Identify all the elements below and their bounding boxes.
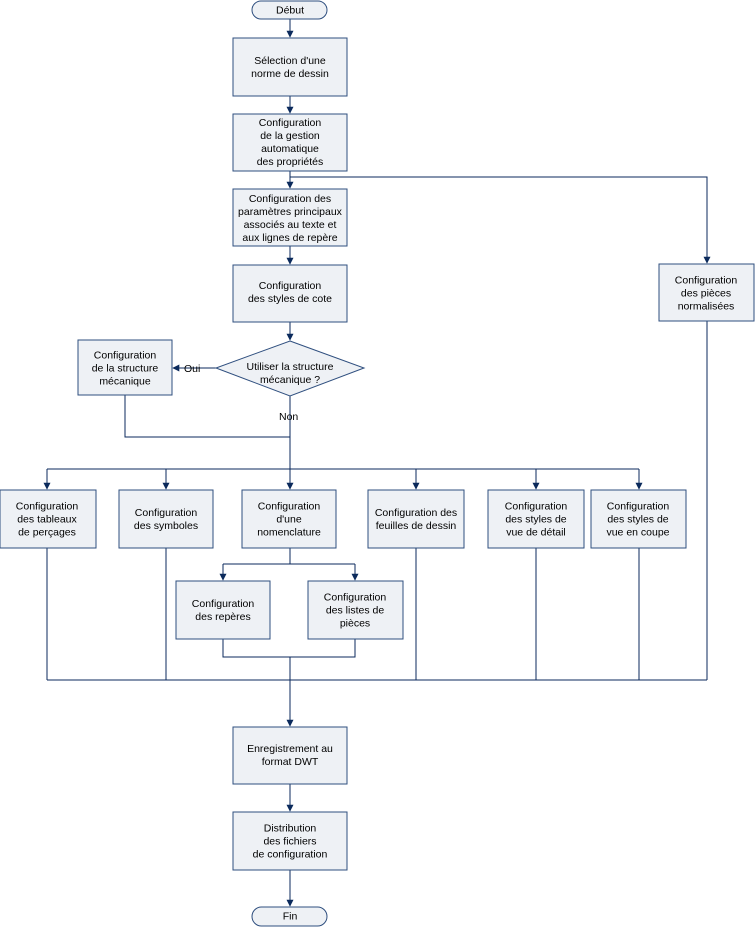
node-text-line: Distribution — [264, 823, 317, 835]
node-text-line: de la gestion — [260, 130, 320, 142]
node-fin-text: Fin — [283, 911, 298, 923]
node-text-line: Configuration — [135, 507, 198, 519]
node-text-line: Configuration des — [375, 507, 457, 519]
edge-structure-merge — [124, 395, 290, 438]
node-text-line: mécanique ? — [260, 374, 320, 386]
node-text-line: des repères — [195, 611, 250, 623]
node-text-line: paramètres principaux — [238, 206, 343, 218]
node-text-line: Configuration — [259, 280, 322, 292]
node-text-line: de la structure — [92, 363, 159, 375]
node-text-line: pièces — [340, 618, 370, 630]
edges — [43, 19, 711, 907]
edge-gestion-pieces-normalisees — [290, 176, 711, 264]
node-text-line: des styles de — [607, 514, 668, 526]
node-text-line: feuilles de dessin — [376, 520, 457, 532]
node-text-line: format DWT — [262, 756, 319, 768]
node-text-line: des propriétés — [257, 156, 324, 168]
node-text-line: associés au texte et — [244, 219, 337, 231]
node-debut: Début — [251, 0, 328, 20]
label-non: Non — [279, 411, 298, 423]
node-text-line: Configuration — [94, 350, 157, 362]
node-text-line: des pièces — [681, 288, 731, 300]
edge-sub-merge — [222, 639, 356, 658]
node-text-line: Début — [276, 5, 304, 17]
node-text-line: aux lignes de repère — [242, 232, 337, 244]
node-text-line: Configuration — [505, 501, 568, 513]
node-text-line: des symboles — [134, 520, 198, 532]
node-text-line: des fichiers — [263, 836, 316, 848]
node-text-line: automatique — [261, 143, 319, 155]
node-text-line: des tableaux — [17, 514, 77, 526]
node-text-line: des styles de — [505, 514, 566, 526]
node-text-line: nomenclature — [257, 527, 321, 539]
node-text-line: Configuration — [258, 501, 321, 513]
label-oui: Oui — [184, 363, 200, 375]
node-text-line: Configuration — [607, 501, 670, 513]
node-text-line: Fin — [283, 911, 298, 923]
node-text-line: mécanique — [99, 376, 151, 388]
node-text-line: Configuration des — [249, 193, 331, 205]
node-text-line: vue en coupe — [606, 527, 669, 539]
node-debut-text: Début — [276, 5, 304, 17]
node-text-line: Utiliser la structure — [247, 361, 334, 373]
node-text-line: Sélection d'une — [254, 55, 326, 67]
node-text-line: Configuration — [16, 501, 79, 513]
node-text-line: normalisées — [678, 301, 735, 313]
node-text-line: Configuration — [259, 117, 322, 129]
node-text-line: d'une — [276, 514, 302, 526]
node-text-line: Configuration — [192, 598, 255, 610]
node-text-line: Enregistrement au — [247, 743, 333, 755]
node-text-line: Configuration — [324, 592, 387, 604]
node-text-line: norme de dessin — [251, 68, 329, 80]
node-text-line: des listes de — [326, 605, 385, 617]
node-fin: Fin — [251, 906, 328, 927]
node-text-line: de perçages — [18, 527, 76, 539]
node-text-line: Configuration — [675, 275, 738, 287]
node-text-line: des styles de cote — [248, 293, 332, 305]
node-text-line: vue de détail — [506, 527, 566, 539]
node-text-line: de configuration — [253, 849, 328, 861]
